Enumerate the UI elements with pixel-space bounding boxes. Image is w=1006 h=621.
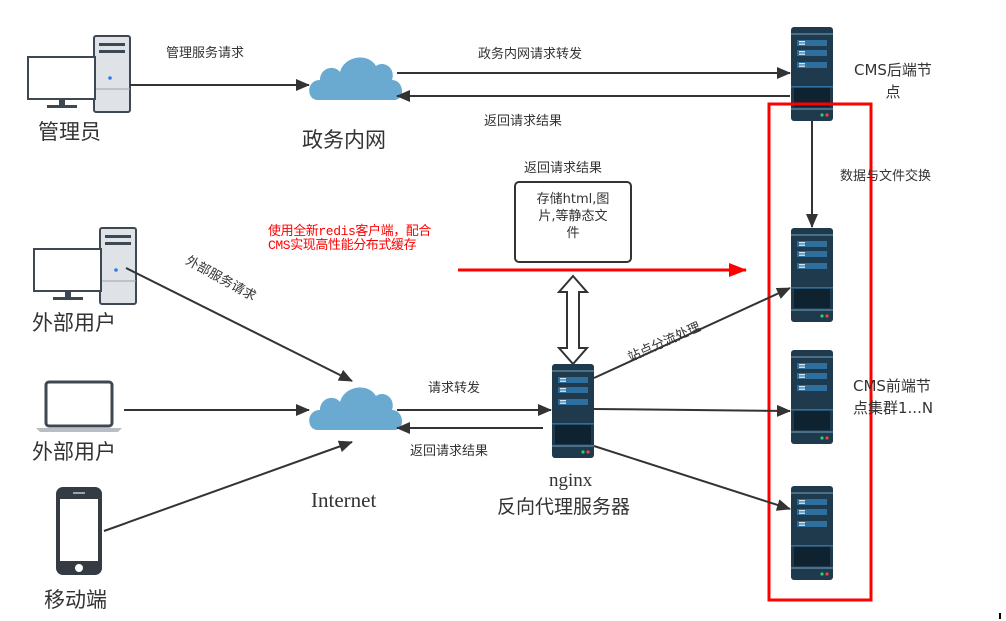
laptop-icon <box>36 380 122 432</box>
storage-nginx-double-arrow <box>556 274 590 366</box>
frontend-cluster-highlight-box <box>767 102 873 602</box>
admin-label: 管理员 <box>38 120 101 144</box>
mobile-label: 移动端 <box>44 588 107 612</box>
cms-backend-label: CMS后端节 点 <box>854 59 932 103</box>
nginx-server-icon <box>552 364 594 458</box>
smartphone-icon <box>56 487 102 575</box>
redis-annotation: 使用全新redis客户端，配合 CMS实现高性能分布式缓存 <box>268 225 431 253</box>
gov-forward-label: 政务内网请求转发 <box>478 47 583 62</box>
cms-frontend-server-3-icon <box>791 486 833 580</box>
internet-label: Internet <box>311 488 377 512</box>
storage-line2: 片,等静态文 <box>538 209 608 224</box>
cms-backend-server-icon <box>791 27 833 121</box>
gov-network-label: 政务内网 <box>302 128 386 152</box>
edge-site-split-2 <box>593 404 791 417</box>
internet-return-label: 返回请求结果 <box>410 444 489 459</box>
cms-frontend-label-line2: 点集群1...N <box>853 399 934 417</box>
admin-request-label: 管理服务请求 <box>166 46 245 61</box>
admin-desktop-icon <box>27 35 131 113</box>
data-exchange-label: 数据与文件交换 <box>840 169 932 184</box>
gov-network-cloud-icon <box>309 57 403 100</box>
external-user-desktop-icon <box>33 227 137 305</box>
static-storage-box: 存储html,图 片,等静态文 件 <box>514 181 632 263</box>
storage-return-label: 返回请求结果 <box>524 161 603 176</box>
corner-mark <box>999 613 1001 619</box>
cms-frontend-cluster-label: CMS前端节 点集群1...N <box>853 375 933 419</box>
storage-line1: 存储html,图 <box>536 192 610 207</box>
redis-annotation-line1: 使用全新redis客户端，配合 <box>268 224 432 239</box>
gov-return-label: 返回请求结果 <box>484 114 563 129</box>
reverse-proxy-label: 反向代理服务器 <box>497 496 631 518</box>
cms-frontend-server-1-icon <box>791 228 833 322</box>
nginx-label: nginx <box>549 470 593 491</box>
internet-cloud-icon <box>309 387 403 430</box>
edge-mobile-internet <box>103 440 353 532</box>
edge-site-split-1 <box>593 287 791 379</box>
cms-backend-label-line2: 点 <box>885 83 901 101</box>
edge-site-split-3 <box>593 445 791 511</box>
cms-frontend-server-2-icon <box>791 350 833 444</box>
cms-frontend-label-line1: CMS前端节 <box>853 377 931 395</box>
storage-line3: 件 <box>566 226 580 241</box>
edge-external-request <box>125 267 353 382</box>
request-forward-label: 请求转发 <box>428 381 481 396</box>
external-user-laptop-label: 外部用户 <box>32 440 116 464</box>
redis-annotation-line2: CMS实现高性能分布式缓存 <box>268 238 417 253</box>
external-user-desktop-label: 外部用户 <box>32 311 116 335</box>
cms-backend-label-line1: CMS后端节 <box>854 61 932 79</box>
